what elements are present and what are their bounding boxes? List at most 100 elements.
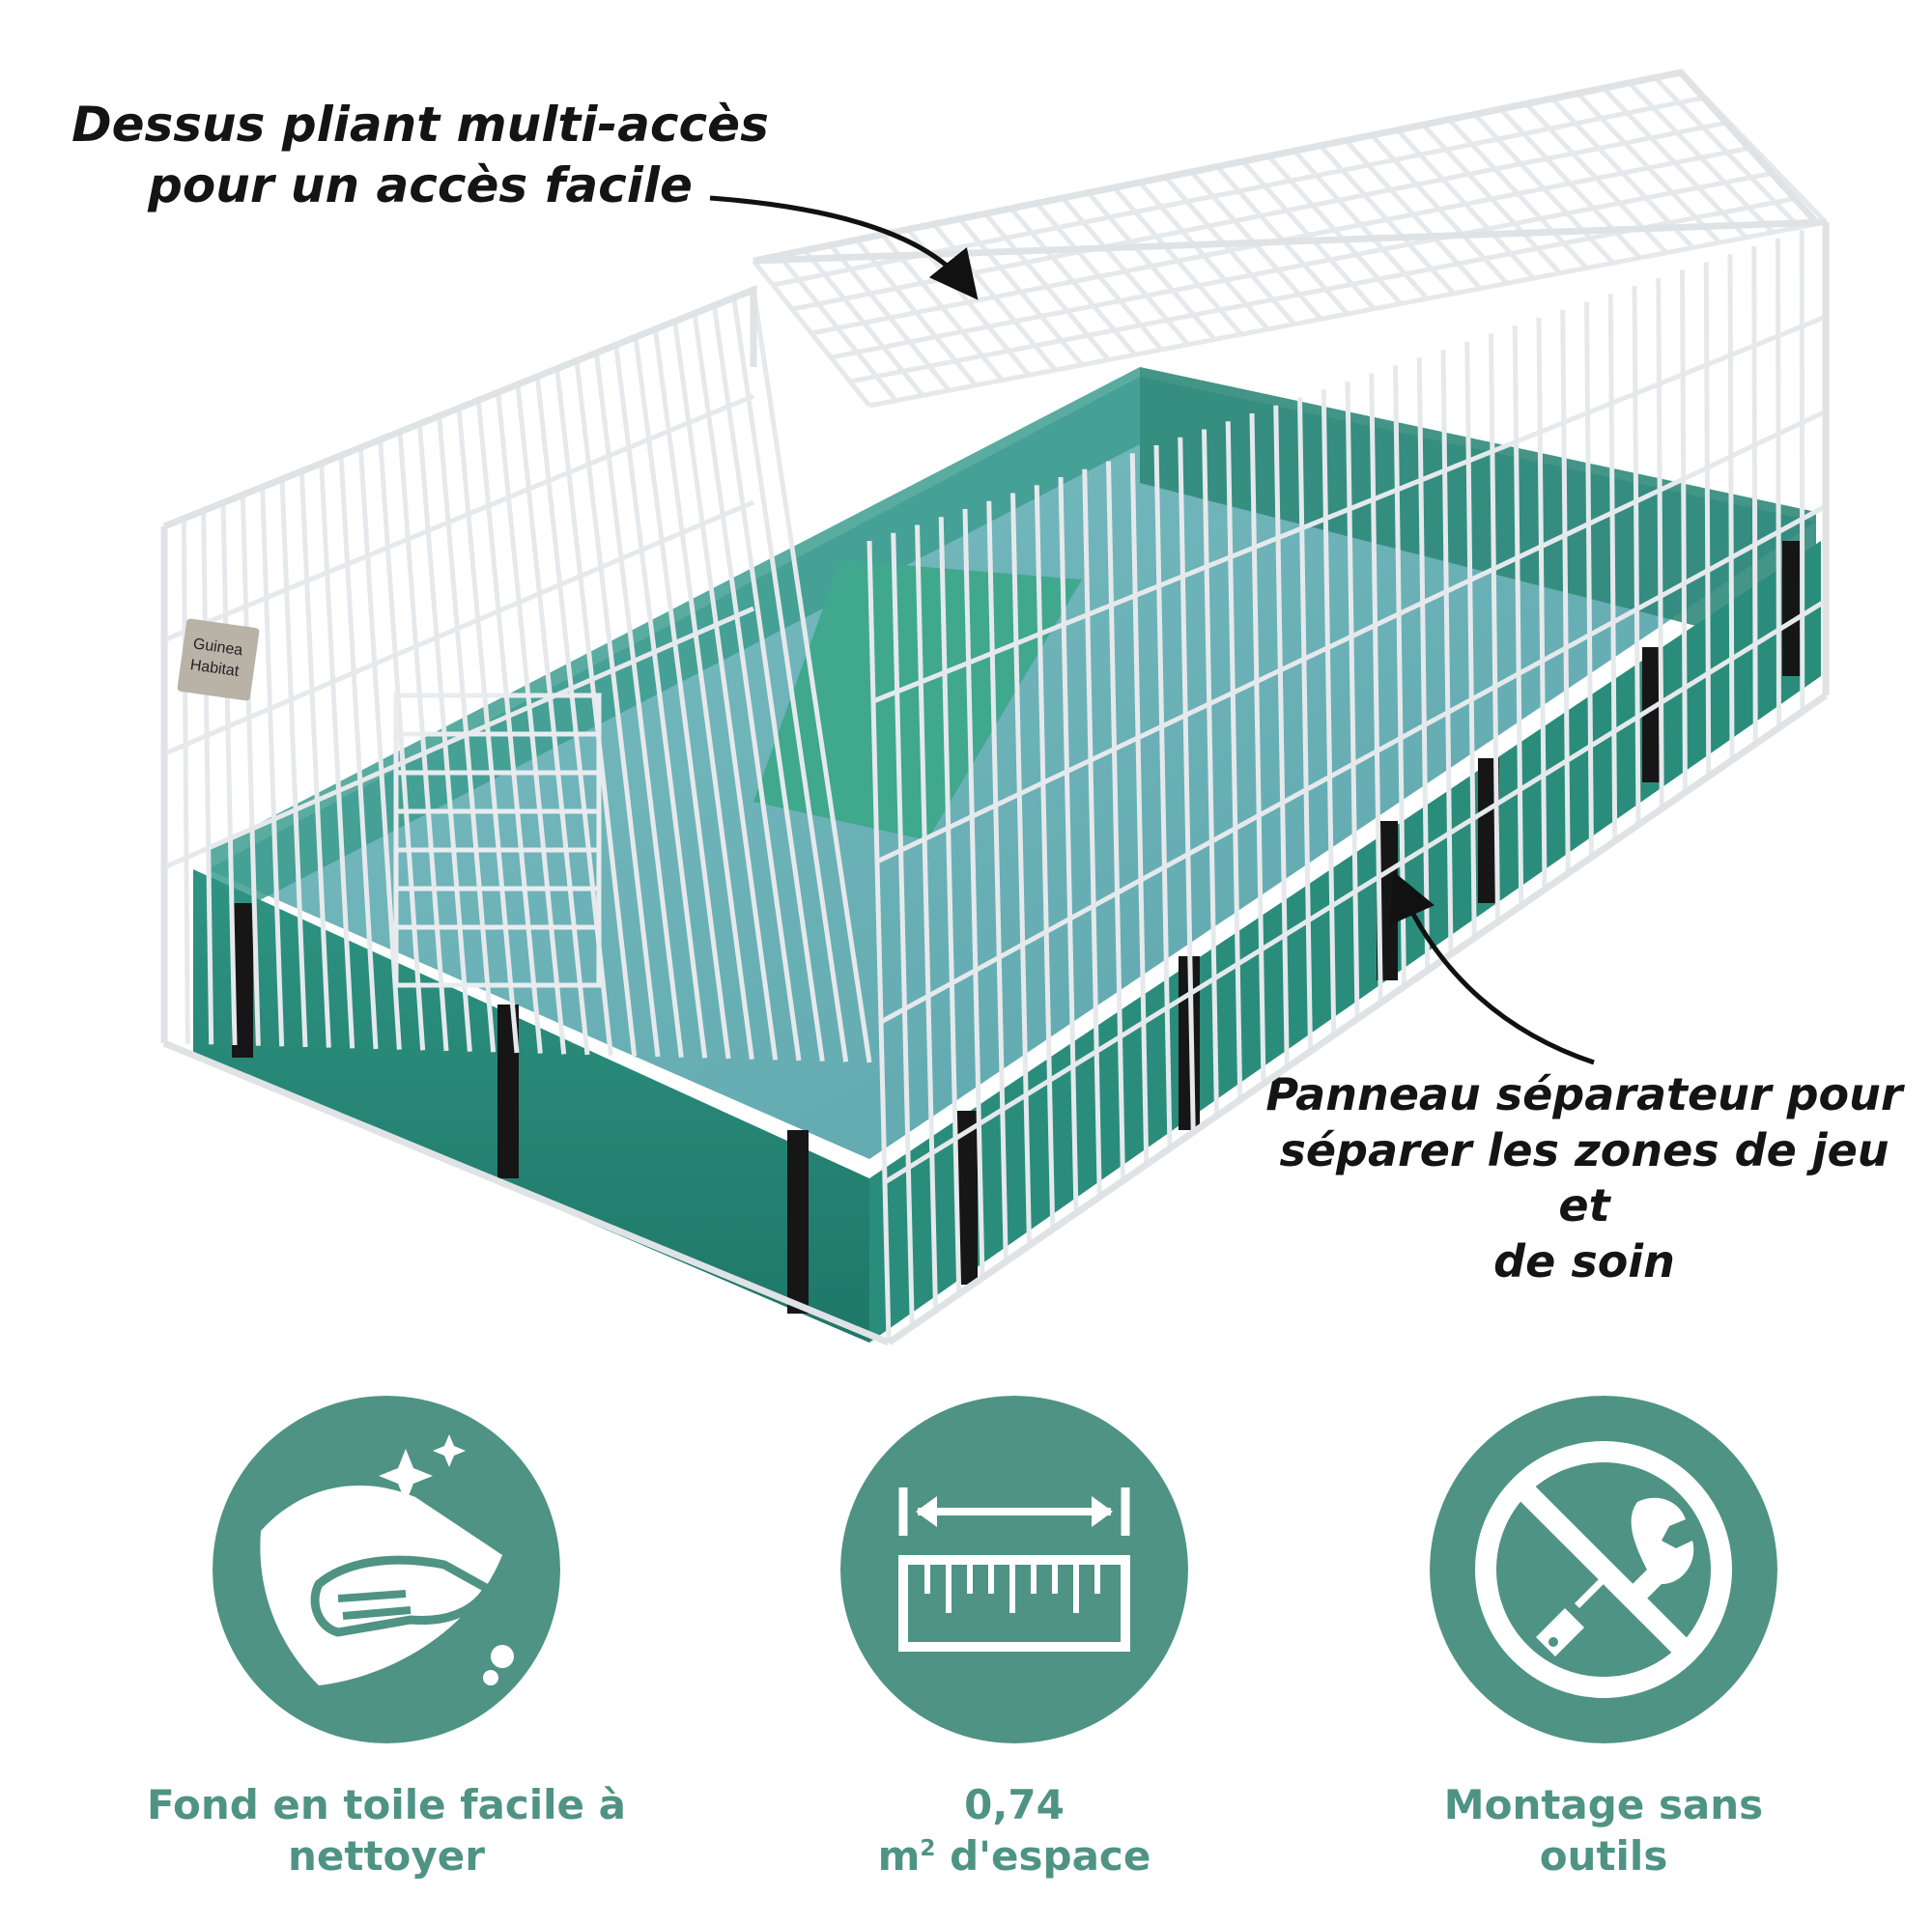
side-access-door[interactable] (393, 693, 602, 988)
wire-bar (791, 120, 1730, 312)
wire-bar (692, 313, 802, 1062)
wire-bar (891, 532, 915, 1327)
wire-bar (986, 500, 1009, 1262)
wire-bar (1727, 253, 1735, 761)
wire-bar (1369, 373, 1383, 1004)
feature-3-circle (1430, 1396, 1777, 1743)
callout-divider-panel: Panneau séparateur pour séparer les zone… (1256, 1067, 1913, 1289)
ramp (753, 560, 1082, 840)
wire-bar (298, 470, 331, 1048)
feature-2-circle (840, 1396, 1188, 1743)
wire-bar (1536, 317, 1548, 891)
wire-bar (875, 409, 1828, 864)
wire-bar (1058, 476, 1079, 1214)
wire-bar (1464, 341, 1477, 939)
wire-bar (652, 328, 754, 1060)
wire-bar (711, 304, 825, 1062)
wire-bar (1321, 389, 1337, 1035)
wire-bar (1799, 230, 1805, 712)
feature-no-tools: Montage sans outils (1352, 1396, 1855, 1882)
fabric-front-left-wall (193, 869, 869, 1343)
wire-bar (915, 524, 938, 1311)
wire-panel-front (867, 222, 1829, 1344)
wire-bar (830, 169, 1778, 360)
callout-top-line1: Dessus pliant multi-accès (71, 97, 769, 153)
wire-bar (397, 431, 449, 1052)
wire-bar (593, 353, 684, 1058)
feature-2-line2: m2 d'espace (763, 1831, 1265, 1883)
callout-right-line2: séparer les zones de jeu et (1279, 1123, 1889, 1232)
feature-1-line2: nettoyer (288, 1831, 485, 1880)
wire-bar (938, 517, 962, 1294)
cage-illustration: Guinea Habitat (160, 69, 1830, 1346)
wire-bar (879, 503, 1828, 1025)
wire-bar (1345, 381, 1360, 1020)
wire-bar (201, 510, 214, 1045)
wire-bar (574, 360, 661, 1058)
wire-panel-top (752, 70, 1828, 409)
wire-bar (260, 487, 285, 1047)
fabric-right-wall (1140, 367, 1816, 657)
feature-2-line1: 0,74 (964, 1781, 1065, 1828)
feature-3-label: Montage sans outils (1352, 1780, 1855, 1882)
wire-bar (962, 508, 985, 1279)
callout-right-line1: Panneau séparateur pour (1265, 1068, 1903, 1120)
wire-bar (1440, 349, 1454, 955)
wire-bar (357, 447, 402, 1050)
wire-bar (872, 314, 1827, 704)
screwdriver-icon (1536, 1579, 1604, 1656)
wire-bar (1703, 262, 1712, 777)
wire-bar (868, 219, 1827, 409)
wire-bar (319, 463, 355, 1049)
brand-plate-line2: Habitat (189, 657, 241, 680)
wire-bar (1776, 238, 1781, 728)
wire-bar (554, 368, 638, 1057)
feature-1-label: Fond en toile facile à nettoyer (135, 1780, 638, 1882)
wire-bar (1584, 301, 1594, 858)
wire-bar (220, 502, 238, 1046)
wire-bar (1560, 309, 1571, 874)
feature-2-rest: d'espace (935, 1831, 1151, 1880)
callout-top-line2: pour un accès facile (148, 156, 693, 213)
arrow-top (709, 195, 979, 300)
feature-1-line1: Fond en toile facile à (146, 1781, 627, 1828)
wire-bar (515, 383, 590, 1056)
wire-bar (163, 499, 754, 756)
wire-bar (672, 321, 779, 1061)
wire-bar (162, 606, 755, 870)
feature-2-unit-sup: 2 (920, 1835, 936, 1861)
wire-bar (1416, 357, 1431, 971)
wire-bar (475, 400, 543, 1054)
wire-bar (1178, 437, 1196, 1133)
wire-bar (1489, 333, 1500, 922)
wire-bar (867, 540, 892, 1344)
wire-bar (633, 336, 731, 1060)
no-tools-icon (1430, 1396, 1777, 1743)
ruler-measure-icon (840, 1396, 1188, 1743)
wire-bar (378, 439, 426, 1051)
wrench-icon (1623, 1497, 1694, 1608)
wire-bar (1010, 493, 1032, 1246)
feature-space: 0,74 m2 d'espace (763, 1396, 1265, 1882)
wire-bar (1273, 405, 1290, 1068)
wire-bar (279, 478, 308, 1048)
wire-bar (1632, 285, 1641, 826)
arrow-right (1390, 870, 1595, 1065)
wire-bar (751, 289, 872, 1063)
cage-floor (208, 377, 1816, 1159)
wire-bar (731, 297, 849, 1062)
hand-wiping-icon (213, 1396, 560, 1743)
wire-bar (1225, 421, 1243, 1100)
callout-right-line3: de soin (1493, 1234, 1675, 1288)
wire-panel-left (161, 289, 872, 1063)
wire-bar (338, 455, 379, 1050)
wire-bar (1034, 485, 1056, 1230)
wire-bar (240, 495, 261, 1046)
wire-bar (1680, 269, 1688, 793)
fabric-front-right-wall (869, 541, 1821, 1343)
wire-bar (496, 391, 567, 1055)
wire-bar (1512, 326, 1524, 906)
fabric-straps (232, 541, 1804, 1314)
feature-3-line1: Montage sans (1443, 1781, 1764, 1828)
wire-bar (1202, 429, 1219, 1117)
